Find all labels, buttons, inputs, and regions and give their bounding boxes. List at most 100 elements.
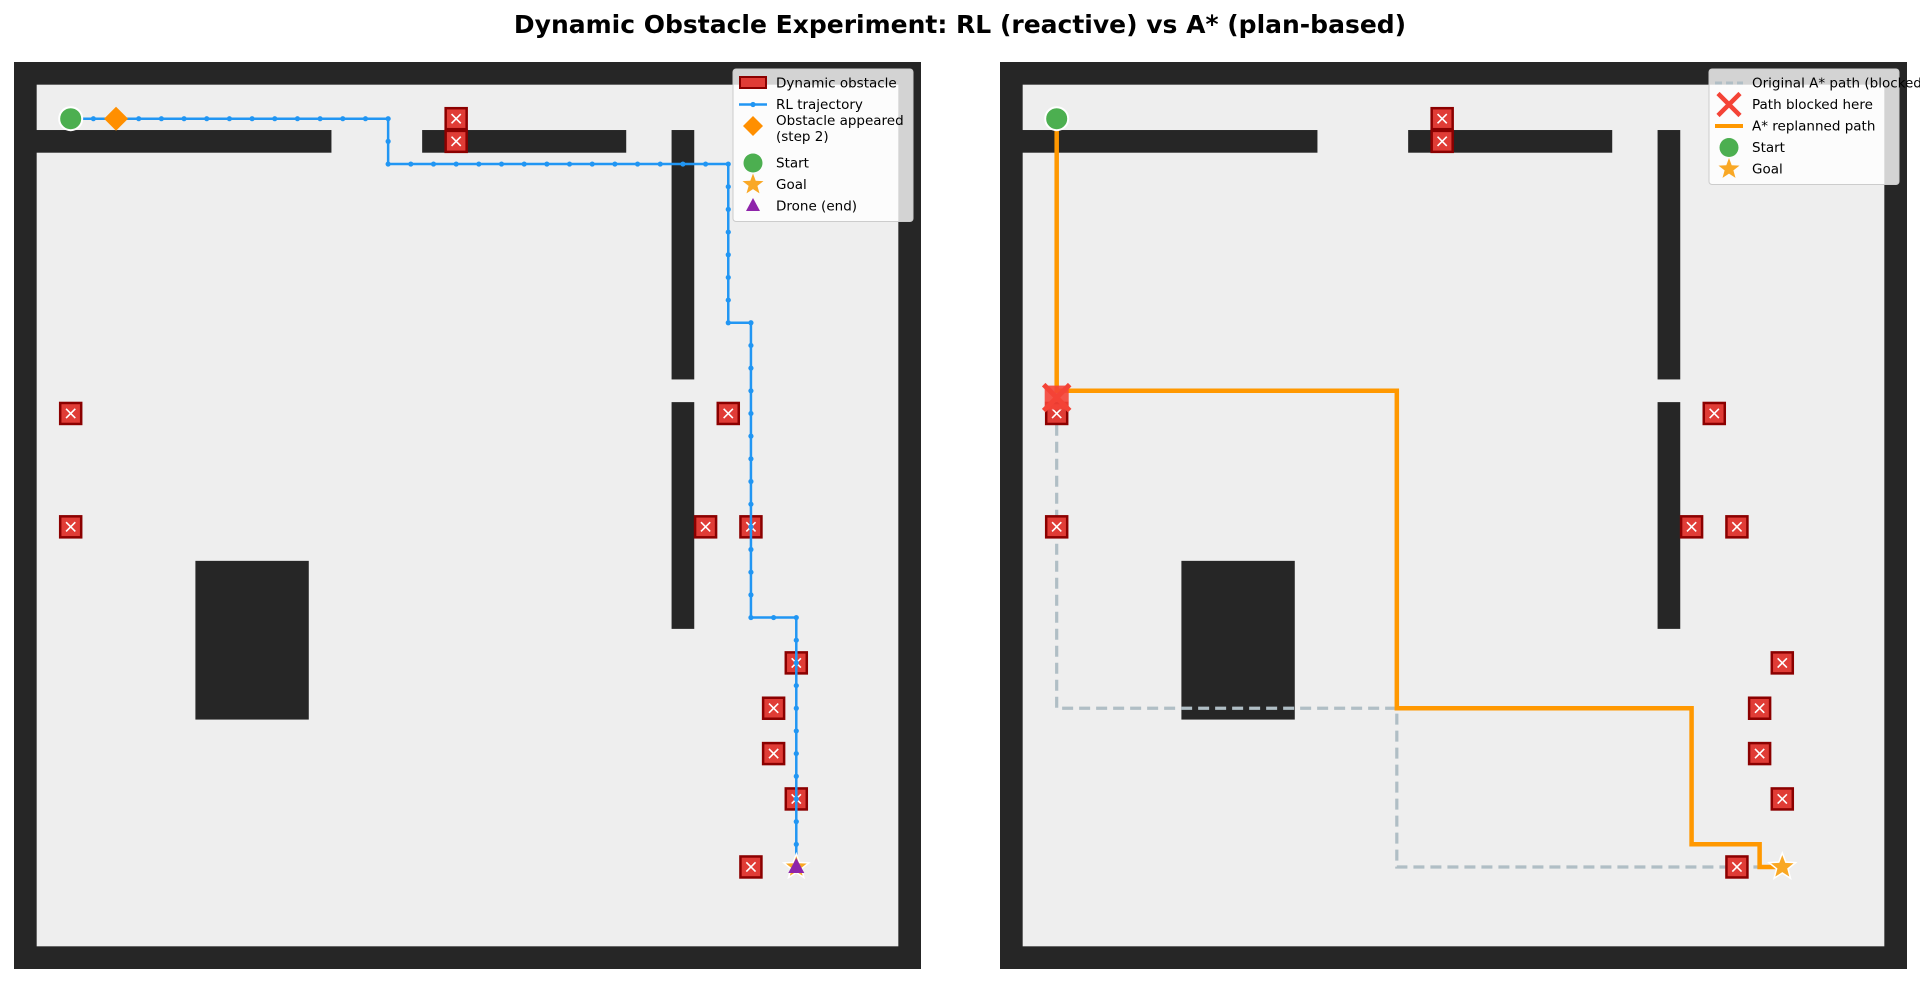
legend-handle	[743, 153, 763, 173]
trajectory-point	[634, 161, 641, 167]
trajectory-point	[589, 161, 595, 167]
dynamic-obstacle	[58, 515, 83, 539]
dynamic-obstacle	[761, 696, 786, 720]
trajectory-point	[272, 116, 278, 122]
interior-wall	[1657, 130, 1681, 380]
floor	[1022, 84, 1885, 947]
trajectory-point	[702, 161, 709, 167]
dynamic-obstacle	[1747, 741, 1772, 766]
trajectory-point	[385, 138, 391, 144]
trajectory-point	[748, 410, 754, 417]
trajectory-point	[725, 229, 731, 235]
astar-panel: Original A* path (blocked) Path blocked h…	[1000, 62, 1920, 969]
trajectory-point	[680, 161, 686, 167]
dynamic-obstacle	[716, 401, 741, 426]
trajectory-point	[748, 433, 754, 439]
legend-start-icon	[1719, 138, 1739, 157]
trajectory-point	[430, 161, 437, 167]
trajectory-point	[793, 682, 799, 689]
legend-handle	[743, 116, 763, 136]
trajectory-point	[793, 614, 799, 621]
interior-wall	[1408, 130, 1613, 153]
trajectory-point	[408, 161, 414, 167]
trajectory-point	[521, 161, 527, 167]
obstacle-x-icon	[768, 748, 779, 759]
trajectory-point	[793, 728, 799, 734]
trajectory-point	[771, 614, 777, 621]
trajectory-point	[385, 161, 391, 167]
obstacle-x-icon	[450, 136, 462, 147]
start-marker	[58, 106, 84, 132]
trajectory-point	[136, 116, 142, 122]
legend-blocked-icon	[1716, 91, 1742, 118]
dynamic-obstacle	[1430, 106, 1454, 131]
dynamic-obstacle	[444, 129, 468, 154]
trajectory-point	[793, 796, 799, 802]
trajectory-point	[453, 161, 459, 167]
trajectory-point	[748, 592, 754, 598]
legend-label: RL trajectory	[776, 97, 863, 113]
trajectory-point	[725, 161, 731, 167]
legend-label: Goal	[1752, 162, 1783, 178]
trajectory-point	[294, 116, 301, 122]
trajectory-point	[226, 116, 233, 122]
legend-handle	[1718, 158, 1740, 178]
dynamic-obstacle	[1747, 696, 1772, 720]
obstacle-x-icon	[1731, 521, 1743, 533]
dynamic-obstacle	[739, 855, 763, 879]
trajectory-point	[544, 161, 550, 167]
trajectory-point	[725, 252, 731, 258]
trajectory-point	[725, 274, 731, 281]
dynamic-obstacle	[58, 401, 83, 426]
trajectory-point	[793, 773, 799, 779]
legend-box	[732, 68, 914, 222]
legend-label: Start	[776, 155, 809, 171]
trajectory-point	[793, 819, 799, 825]
trajectory-point	[476, 161, 482, 167]
trajectory-point	[748, 501, 754, 507]
interior-wall	[1181, 560, 1295, 720]
astar-replanned-path	[1054, 118, 1783, 870]
legend-label: Path blocked here	[1752, 97, 1873, 113]
trajectory-point	[725, 320, 731, 326]
interior-wall	[671, 130, 695, 380]
original-astar-path	[1055, 118, 1783, 869]
dynamic-obstacle	[1725, 855, 1749, 879]
trajectory-point	[90, 116, 96, 122]
trajectory-point	[725, 184, 731, 190]
dynamic-obstacle	[1430, 129, 1454, 154]
trajectory-point	[748, 342, 754, 349]
trajectory-point	[657, 161, 663, 167]
obstacle-x-icon	[1051, 521, 1062, 533]
obstacle-x-icon	[700, 521, 711, 533]
obstacle-x-icon	[745, 861, 757, 873]
dynamic-obstacle	[1725, 515, 1749, 539]
obstacle-x-icon	[723, 408, 734, 419]
obstacle-x-icon	[1754, 748, 1765, 759]
trajectory-point	[498, 161, 505, 167]
trajectory-point	[362, 116, 369, 122]
interior-wall	[671, 402, 695, 629]
obstacle-x-icon	[1777, 793, 1788, 805]
legend-handle	[1719, 138, 1739, 157]
obstacle-x-icon	[768, 703, 779, 714]
legend-rl-dot	[750, 101, 756, 108]
legend-label: Obstacle appeared(step 2)	[776, 113, 904, 145]
dynamic-obstacle	[1770, 651, 1795, 675]
trajectory-point	[317, 116, 323, 122]
figure-title: Dynamic Obstacle Experiment: RL (reactiv…	[514, 10, 1406, 39]
trajectory-point	[748, 546, 754, 553]
trajectory-point	[158, 116, 164, 122]
interior-wall	[1000, 130, 1318, 153]
obstacle-x-icon	[1709, 408, 1720, 419]
legend-diamond-icon	[743, 116, 763, 136]
legend-goal-icon	[742, 173, 764, 194]
legend-obstacle-swatch	[739, 76, 767, 89]
legend-label: Original A* path (blocked)	[1752, 76, 1920, 92]
obstacle-x-icon	[1754, 703, 1765, 714]
legend-label-line: (step 2)	[776, 129, 829, 145]
trajectory-point	[385, 116, 391, 122]
trajectory-point	[725, 297, 731, 303]
